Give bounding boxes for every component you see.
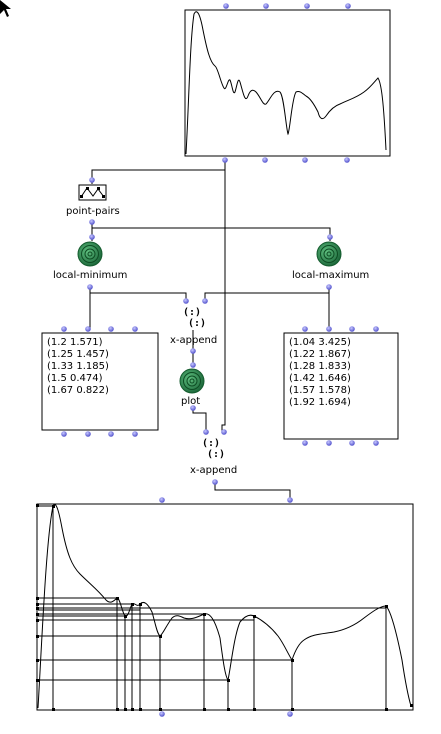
inlet[interactable] xyxy=(327,234,333,240)
arrow-cursor-icon xyxy=(0,0,11,17)
inlet[interactable] xyxy=(190,362,196,368)
x-append-label: x-append xyxy=(170,335,217,346)
bpf-icon xyxy=(78,184,107,201)
x-append-label: x-append xyxy=(190,465,237,476)
connections xyxy=(89,160,331,500)
max-list-line: (1.57 1.578) xyxy=(289,385,351,396)
outlet[interactable] xyxy=(87,284,93,290)
max-list-line: (1.22 1.867) xyxy=(289,349,351,360)
inlet-right[interactable] xyxy=(202,298,208,304)
spiral-coil-icon xyxy=(316,241,342,267)
outlet[interactable] xyxy=(212,479,218,485)
min-list-line: (1.5 0.474) xyxy=(47,373,103,384)
min-list-line: (1.25 1.457) xyxy=(47,349,109,360)
svg-text:(:): (:) xyxy=(207,449,225,460)
bottom-plot-box[interactable] xyxy=(36,497,414,717)
spiral-coil-icon xyxy=(179,368,205,394)
max-list-line: (1.92 1.694) xyxy=(289,397,351,408)
minimum-list-box[interactable]: (1.2 1.571) (1.25 1.457) (1.33 1.185) (1… xyxy=(41,326,159,437)
inlet[interactable] xyxy=(89,177,95,183)
outlet[interactable] xyxy=(190,405,196,411)
point-pairs-object[interactable]: point-pairs xyxy=(66,177,120,225)
local-minimum-label: local-minimum xyxy=(53,270,127,281)
point-pairs-label: point-pairs xyxy=(66,206,120,217)
bracket-append-icon: (:) (:) xyxy=(202,438,225,460)
max-list-line: (1.42 1.646) xyxy=(289,373,351,384)
top-box-inlets[interactable] xyxy=(223,3,351,9)
local-maximum-label: local-maximum xyxy=(292,270,369,281)
min-list-line: (1.33 1.185) xyxy=(47,361,109,372)
inlet-left[interactable] xyxy=(203,429,209,435)
x-append-object-1[interactable]: (:) (:) x-append xyxy=(170,298,217,354)
top-box-outlets[interactable] xyxy=(222,157,350,163)
max-list-line: (1.04 3.425) xyxy=(289,337,351,348)
x-append-object-2[interactable]: (:) (:) x-append xyxy=(190,429,237,485)
plot-label: plot xyxy=(181,396,200,407)
min-list-line: (1.67 0.822) xyxy=(47,385,109,396)
top-curve-box[interactable] xyxy=(184,9,391,157)
local-maximum-object[interactable]: local-maximum xyxy=(292,234,369,290)
max-list-line: (1.28 1.833) xyxy=(289,361,351,372)
projection-lines xyxy=(38,505,387,710)
outlet[interactable] xyxy=(326,284,332,290)
outlet[interactable] xyxy=(190,348,196,354)
svg-text:(:): (:) xyxy=(202,438,220,449)
point-markers xyxy=(36,504,413,711)
inlet-left[interactable] xyxy=(183,298,189,304)
outlet[interactable] xyxy=(89,219,95,225)
svg-text:(:): (:) xyxy=(183,307,201,318)
min-list-line: (1.2 1.571) xyxy=(47,337,103,348)
maximum-list-box[interactable]: (1.04 3.425) (1.22 1.867) (1.28 1.833) (… xyxy=(283,326,399,446)
bracket-append-icon: (:) (:) xyxy=(183,307,206,329)
inlet[interactable] xyxy=(89,234,95,240)
svg-text:(:): (:) xyxy=(188,318,206,329)
local-minimum-object[interactable]: local-minimum xyxy=(53,234,127,290)
inlet-right[interactable] xyxy=(221,429,227,435)
plot-object[interactable]: plot xyxy=(179,362,205,411)
spiral-coil-icon xyxy=(77,241,103,267)
